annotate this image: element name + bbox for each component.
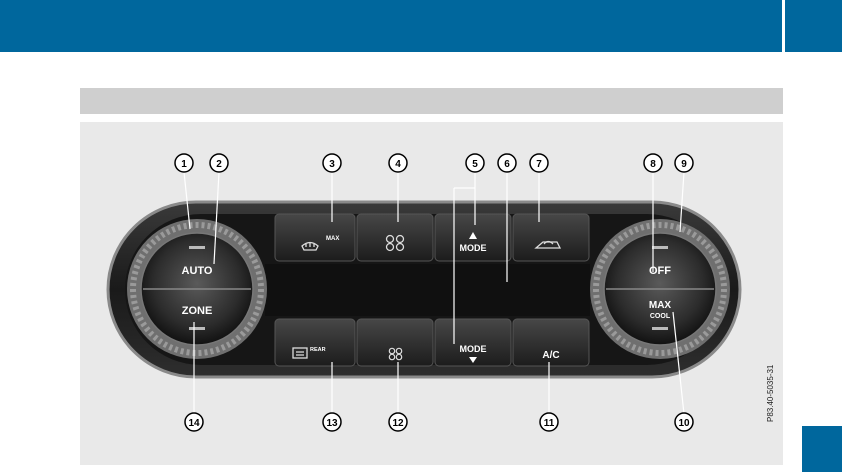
recirculation-icon (534, 240, 562, 249)
right-temperature-knob[interactable] (590, 219, 730, 359)
callout-7: 7 (529, 153, 549, 173)
off-label: OFF (649, 265, 671, 277)
climate-control-diagram: AUTO ZONE OFF MAX COOL MAX MODE REAR MOD… (106, 153, 775, 432)
callout-9: 9 (674, 153, 694, 173)
fan-decrease-button[interactable] (356, 318, 434, 367)
callout-14: 14 (184, 412, 204, 432)
triangle-down-icon (469, 357, 477, 363)
svg-text:5: 5 (472, 159, 478, 170)
svg-text:4: 4 (395, 159, 401, 170)
svg-text:3: 3 (329, 159, 335, 170)
fan-low-icon (388, 347, 403, 361)
ac-button[interactable] (512, 318, 590, 367)
svg-text:2: 2 (216, 159, 222, 170)
windshield-defrost-icon (301, 241, 319, 251)
side-thumb-tab (802, 426, 842, 472)
svg-text:13: 13 (326, 418, 338, 429)
svg-text:10: 10 (678, 418, 690, 429)
svg-text:11: 11 (544, 418, 555, 429)
svg-text:8: 8 (650, 159, 656, 170)
rear-defrost-button[interactable] (274, 318, 356, 367)
auto-label: AUTO (182, 265, 213, 277)
triangle-up-icon (469, 232, 477, 239)
defrost-max-label: MAX (326, 236, 339, 242)
callout-6: 6 (497, 153, 517, 173)
callout-13: 13 (322, 412, 342, 432)
svg-text:7: 7 (536, 159, 542, 170)
fan-increase-button[interactable] (356, 213, 434, 262)
callout-2: 2 (209, 153, 229, 173)
fan-high-icon (385, 234, 405, 252)
recirculation-button[interactable] (512, 213, 590, 262)
max-label: MAX (649, 300, 672, 311)
cool-label: COOL (650, 313, 671, 320)
rear-label: REAR (310, 347, 326, 353)
svg-text:12: 12 (392, 418, 404, 429)
callout-4: 4 (388, 153, 408, 173)
svg-text:6: 6 (504, 159, 510, 170)
ac-label: A/C (542, 350, 559, 361)
image-code: P83.40-5035-31 (766, 364, 775, 422)
header-bar (0, 0, 782, 52)
display-strip (265, 264, 590, 316)
leader-lines (183, 171, 685, 415)
svg-text:14: 14 (188, 418, 200, 429)
callout-11: 11 (539, 412, 559, 432)
figure-panel: AUTO ZONE OFF MAX COOL MAX MODE REAR MOD… (80, 122, 783, 465)
callout-3: 3 (322, 153, 342, 173)
header-tab (785, 0, 842, 52)
svg-text:1: 1 (181, 159, 187, 170)
zone-label: ZONE (182, 305, 213, 317)
mode-down-label: MODE (460, 344, 487, 354)
max-defrost-button[interactable] (274, 213, 356, 262)
svg-text:9: 9 (681, 159, 687, 170)
callout-8: 8 (643, 153, 663, 173)
rear-defrost-icon (292, 347, 308, 359)
mode-up-label: MODE (460, 243, 487, 253)
left-temperature-knob[interactable] (127, 219, 267, 359)
callout-5: 5 (465, 153, 485, 173)
callout-12: 12 (388, 412, 408, 432)
callout-1: 1 (174, 153, 194, 173)
section-bar (80, 88, 783, 114)
callout-10: 10 (674, 412, 694, 432)
